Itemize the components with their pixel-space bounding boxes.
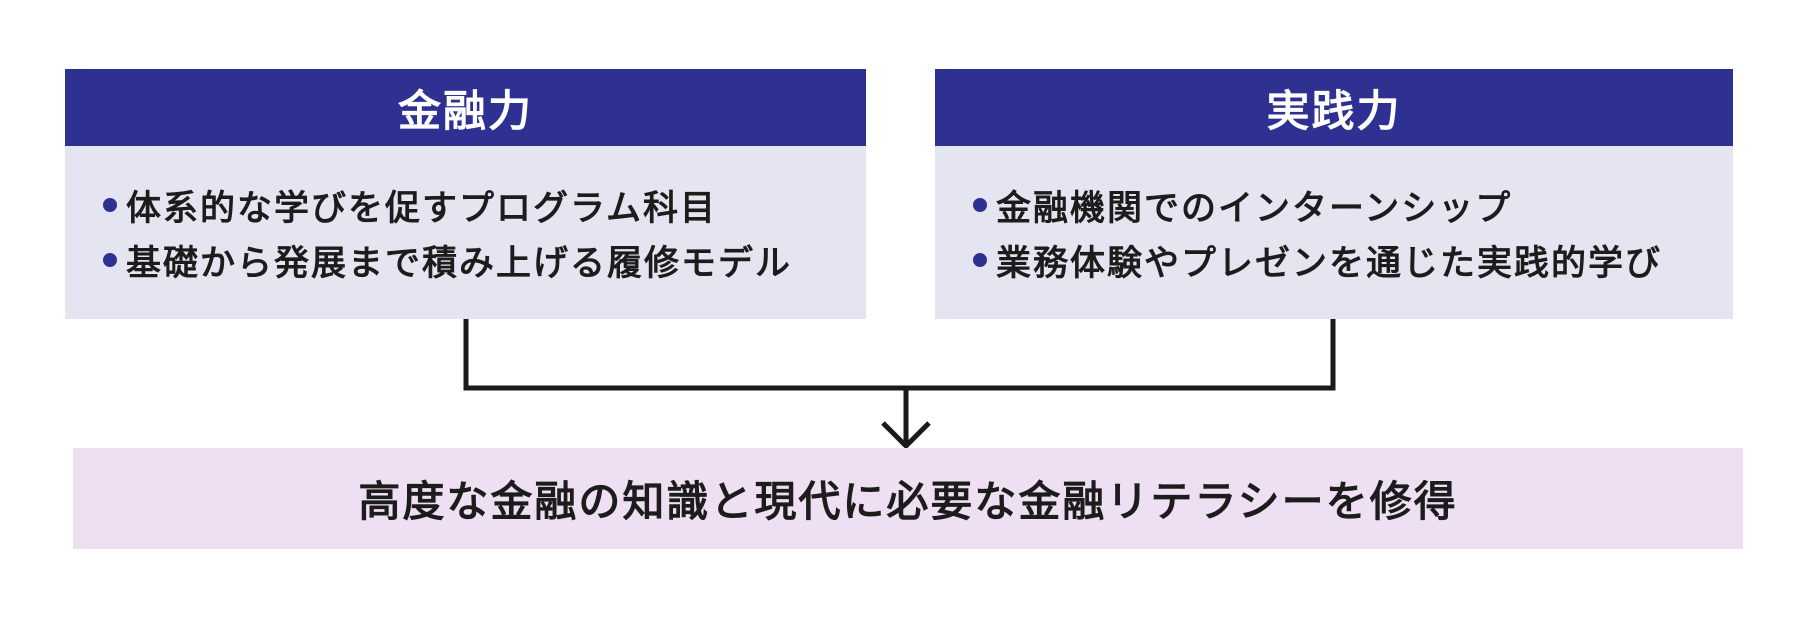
bullet-text: 金融機関でのインターンシップ: [996, 188, 1513, 228]
down-arrow-icon: [881, 421, 931, 450]
card-body: 体系的な学びを促すプログラム科目 基礎から発展まで積み上げる履修モデル: [65, 146, 866, 319]
result-banner: 高度な金融の知識と現代に必要な金融リテラシーを修得: [73, 448, 1743, 549]
bullet-dot-icon: [103, 198, 117, 212]
bullet-dot-icon: [973, 253, 987, 267]
result-text: 高度な金融の知識と現代に必要な金融リテラシーを修得: [358, 478, 1458, 525]
card-title: 金融力: [65, 69, 866, 146]
bullet-item: 体系的な学びを促すプログラム科目: [103, 178, 866, 233]
bullet-text: 業務体験やプレゼンを通じた実践的学び: [996, 243, 1663, 283]
card-title: 実践力: [935, 69, 1733, 146]
card-body: 金融機関でのインターンシップ 業務体験やプレゼンを通じた実践的学び: [935, 146, 1733, 319]
card-practical-skill: 実践力 金融機関でのインターンシップ 業務体験やプレゼンを通じた実践的学び: [935, 69, 1733, 319]
bullet-item: 基礎から発展まで積み上げる履修モデル: [103, 233, 866, 288]
bullet-dot-icon: [103, 253, 117, 267]
card-financial-skill: 金融力 体系的な学びを促すプログラム科目 基礎から発展まで積み上げる履修モデル: [65, 69, 866, 319]
bullet-dot-icon: [973, 198, 987, 212]
bullet-item: 金融機関でのインターンシップ: [973, 178, 1733, 233]
bullet-item: 業務体験やプレゼンを通じた実践的学び: [973, 233, 1733, 288]
bullet-text: 基礎から発展まで積み上げる履修モデル: [126, 243, 793, 283]
bullet-text: 体系的な学びを促すプログラム科目: [126, 188, 717, 228]
